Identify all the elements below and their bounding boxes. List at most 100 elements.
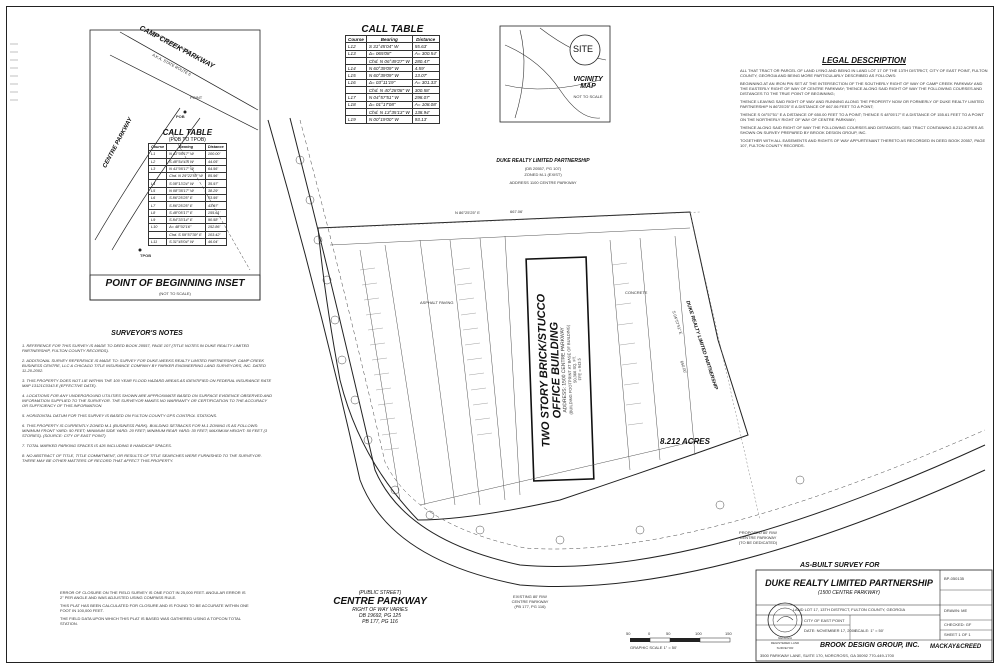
checked-by: CHECKED: GF [944, 622, 972, 627]
call-table-inset-cell: S 84°33'14" E [166, 215, 206, 225]
call-table-main-cell: L12 [345, 42, 367, 51]
legal-paragraph: BEGINNING AT AN IRON PIN SET AT THE INTE… [740, 81, 983, 96]
surveyor-note: 1. REFERENCE FOR THIS SURVEY IS MADE TO … [22, 343, 250, 353]
call-table-inset-cell: L11 [147, 237, 168, 247]
call-table-inset-cell: S 31°45'04" W [166, 237, 206, 247]
call-table-inset-header-cell: Bearing [166, 142, 206, 152]
call-table-inset-cell: L6 [147, 194, 168, 203]
call-table-inset-cell [147, 172, 168, 181]
street-name: CENTRE PARKWAY [333, 596, 427, 607]
call-table-inset-cell [147, 230, 168, 239]
surveyor-seal [767, 602, 803, 638]
call-table-inset-cell: 100.00' [204, 150, 227, 159]
surveyor-note: 6. THIS PROPERTY IS CURRENTLY ZONED M-1 … [22, 423, 268, 438]
call-table-inset-header-cell: Distance [204, 142, 227, 152]
street-db: DB 19692, PG 125 [359, 613, 401, 619]
call-table-inset-cell: N 41°05'17" W [166, 164, 206, 174]
call-table-main-cell: 93.13' [411, 115, 440, 124]
call-table-inset-cell: Chd. N 29°22'53" W [166, 172, 206, 181]
call-table-main-cell: Δ= 065'08" [365, 49, 413, 58]
call-table-main-cell: 300.58' [411, 86, 440, 95]
call-table-main-cell: L16 [345, 78, 367, 88]
proposed-ref: (TO BE DEDICATED) [738, 540, 778, 545]
call-table-main-cell: A= 301.33' [411, 78, 440, 88]
scale-label-3: 100 [695, 631, 702, 636]
call-table-inset-cell: 90.58' [204, 215, 227, 225]
city-line: CITY OF EAST POINT [804, 618, 845, 623]
call-table-inset-cell: 64.56' [204, 164, 227, 174]
vicinity-map-title: VICINITY MAP [573, 76, 603, 90]
call-table-inset-cell: 53.95' [204, 194, 227, 203]
inset-subtitle: (NOT TO SCALE) [159, 291, 191, 296]
title-block-frame [755, 569, 993, 662]
client-name: DUKE REALTY LIMITED PARTNERSHIP [765, 578, 933, 588]
call-table-main-cell: Δ= 01°17'08" [365, 100, 413, 109]
surveyor-note: 7. TOTAL MARKED PARKING SPACES IS 426 IN… [22, 443, 172, 448]
call-table-main-cell: 280.47' [411, 56, 440, 66]
call-table-main-cell: A= 300.54' [411, 49, 440, 58]
survey-for: AS-BUILT SURVEY FOR [800, 562, 880, 569]
sheet-number: SHEET 1 OF 1 [944, 632, 971, 637]
drawn-by: DRAWN: ME [944, 608, 968, 613]
existing-row-block: EXISTING 80' R/W CENTRE PARKWAY (PB 177,… [490, 594, 570, 609]
call-table-inset-cell: 43.97' [204, 201, 227, 210]
north-owner: DUKE REALTY LIMITED PARTNERSHIP [496, 158, 590, 164]
call-table-main-cell: 13.07' [411, 71, 440, 80]
call-table-inset-cell: S 48°05'17" E [166, 208, 206, 217]
proposed-street: CENTRE PARKWAY [739, 535, 777, 540]
surveyor-note: 5. HORIZONTAL DATUM FOR THIS SURVEY IS B… [22, 413, 218, 418]
firm-name: BROOK DESIGN GROUP, INC. [820, 642, 920, 649]
vicinity-site-label: SITE [573, 44, 594, 54]
call-table-inset-cell: L2 [147, 157, 168, 166]
vicinity-frame [499, 25, 611, 123]
call-table-inset-subtitle: (POB TO TPOB) [168, 137, 206, 143]
closure-note: THIS PLAT HAS BEEN CALCULATED FOR CLOSUR… [60, 603, 249, 613]
call-table-inset-cell: L7 [147, 201, 168, 210]
legal-paragraph: THENCE ALONG SAID RIGHT OF WAY THE FOLLO… [740, 125, 984, 135]
call-table-main-cell: S 31°45'04" W [365, 42, 413, 51]
building-label: TWO STORY BRICK/STUCCO OFFICE BUILDING A… [535, 293, 584, 448]
call-table-main-header-cell: Distance [411, 34, 440, 44]
scale-line: SCALE: 1" = 50' [855, 628, 884, 633]
street-pb: PB 177, PG 116 [362, 619, 398, 625]
call-table-main-cell: 55.63' [411, 42, 440, 51]
legal-description: LEGAL DESCRIPTION ALL THAT TRACT OR PARC… [740, 56, 988, 151]
scale-label-4: 150 [725, 631, 732, 636]
vicinity-nts: NOT TO SCALE [573, 94, 603, 99]
scale-caption: GRAPHIC SCALE 1" = 50' [630, 645, 677, 650]
call-table-inset-cell: 155.61' [204, 208, 227, 217]
date-line: DATE: NOVEMBER 17, 2006 [804, 628, 857, 633]
legal-title: LEGAL DESCRIPTION [822, 56, 906, 65]
call-table-inset-cell: 35.97' [204, 179, 227, 188]
legal-paragraph: THENCE LEAVING SAID RIGHT OF WAY AND RUN… [740, 99, 984, 109]
call-table-main-cell: L14 [345, 64, 367, 73]
call-table-main-cell: Chd. N 40°28'08" W [365, 86, 413, 95]
legal-paragraph: ALL THAT TRACT OR PARCEL OF LAND LYING A… [740, 68, 988, 78]
call-table-inset-header-cell: Course [147, 142, 168, 152]
scale-label-0: 50 [626, 631, 631, 636]
legal-paragraph: THENCE S 04°57'51" E A DISTANCE OF 650.0… [740, 112, 984, 122]
street-row: RIGHT OF WAY VARIES [352, 607, 408, 613]
surveyors-notes: SURVEYOR'S NOTES 1. REFERENCE FOR THIS S… [22, 330, 272, 468]
scale-label-1: 0 [648, 631, 651, 636]
call-table-main-cell: 138.94' [411, 107, 440, 117]
job-number: BP-050135 [944, 576, 965, 581]
call-table-inset-cell: S 86°25'25" E [166, 194, 206, 203]
call-table-inset-cell: 85.96' [204, 172, 227, 181]
